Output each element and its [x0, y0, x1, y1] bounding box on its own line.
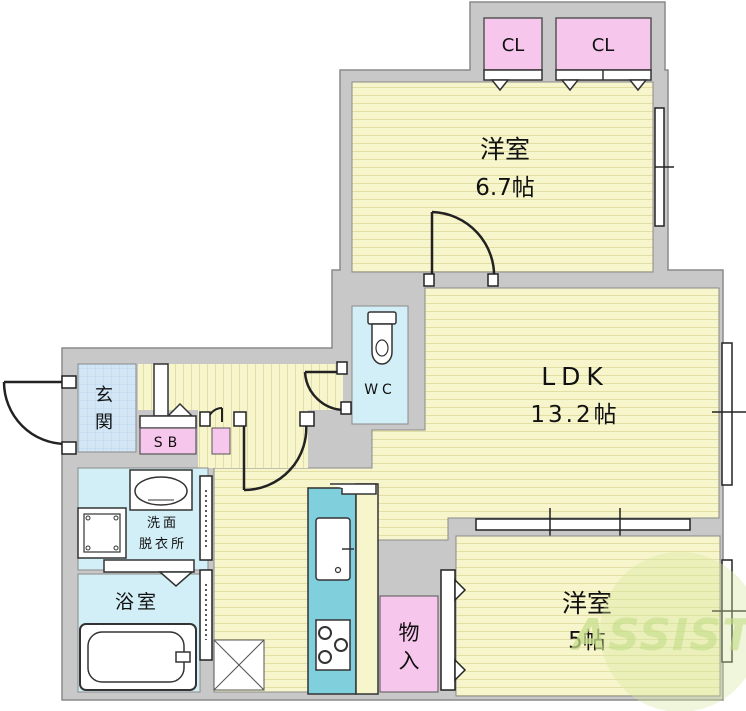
hallway-door [233, 411, 315, 492]
entrance: 玄 関 玄関 [77, 363, 137, 453]
washroom-door [199, 407, 223, 427]
entrance-label-2: 関 [95, 412, 113, 433]
watermark-text: ASSIST [570, 610, 746, 661]
closet-2: CL [555, 17, 652, 92]
toilet-room: WC [351, 305, 409, 425]
entrance-label-1: 玄 [95, 385, 113, 406]
toilet-door [303, 361, 352, 415]
storage-label-2: 入 [399, 649, 420, 673]
western-room-1-size: 6.7帖 [475, 175, 535, 201]
washroom-sliding-door [199, 475, 213, 561]
closet-1: CL [483, 17, 543, 92]
window-room-2 [712, 559, 746, 663]
washroom-label-1: 洗面 [147, 516, 179, 531]
kitchen-counter [307, 483, 379, 695]
washroom: 洗面 脱衣所 [77, 467, 209, 571]
storage: 物 入 物入 [379, 595, 439, 693]
front-door [2, 375, 77, 455]
ldk-size: 13.2帖 [530, 402, 619, 428]
western-room-1-name: 洋室 [480, 135, 530, 164]
bathroom-door [199, 569, 213, 661]
storage-doors [440, 569, 467, 691]
ldk-name: LDK [541, 362, 609, 391]
toilet-label: WC [364, 382, 396, 398]
fridge-space [213, 639, 265, 691]
bathroom-label: 浴室 [115, 591, 159, 613]
western-room-2-size: 5帖 [568, 628, 606, 654]
western-room-2: 洋室 5帖 [455, 535, 721, 697]
washroom-label-2: 脱衣所 [139, 536, 187, 552]
assist-watermark: ASSIST [570, 552, 746, 711]
door-room-1 [423, 210, 499, 287]
closet-2-label: CL [592, 35, 615, 56]
hallway-cabinet [211, 427, 231, 455]
western-room-1: 洋室 6.7帖 [351, 81, 654, 273]
window-ldk [712, 342, 746, 486]
storage-label-1: 物 [399, 621, 420, 645]
closet-1-label: CL [502, 35, 525, 56]
shoe-box: SB [139, 363, 197, 455]
shoe-box-label: SB [154, 435, 183, 451]
bathroom: 浴室 [77, 559, 201, 693]
western-room-2-name: 洋室 [562, 589, 612, 618]
window-room-1 [654, 107, 674, 227]
